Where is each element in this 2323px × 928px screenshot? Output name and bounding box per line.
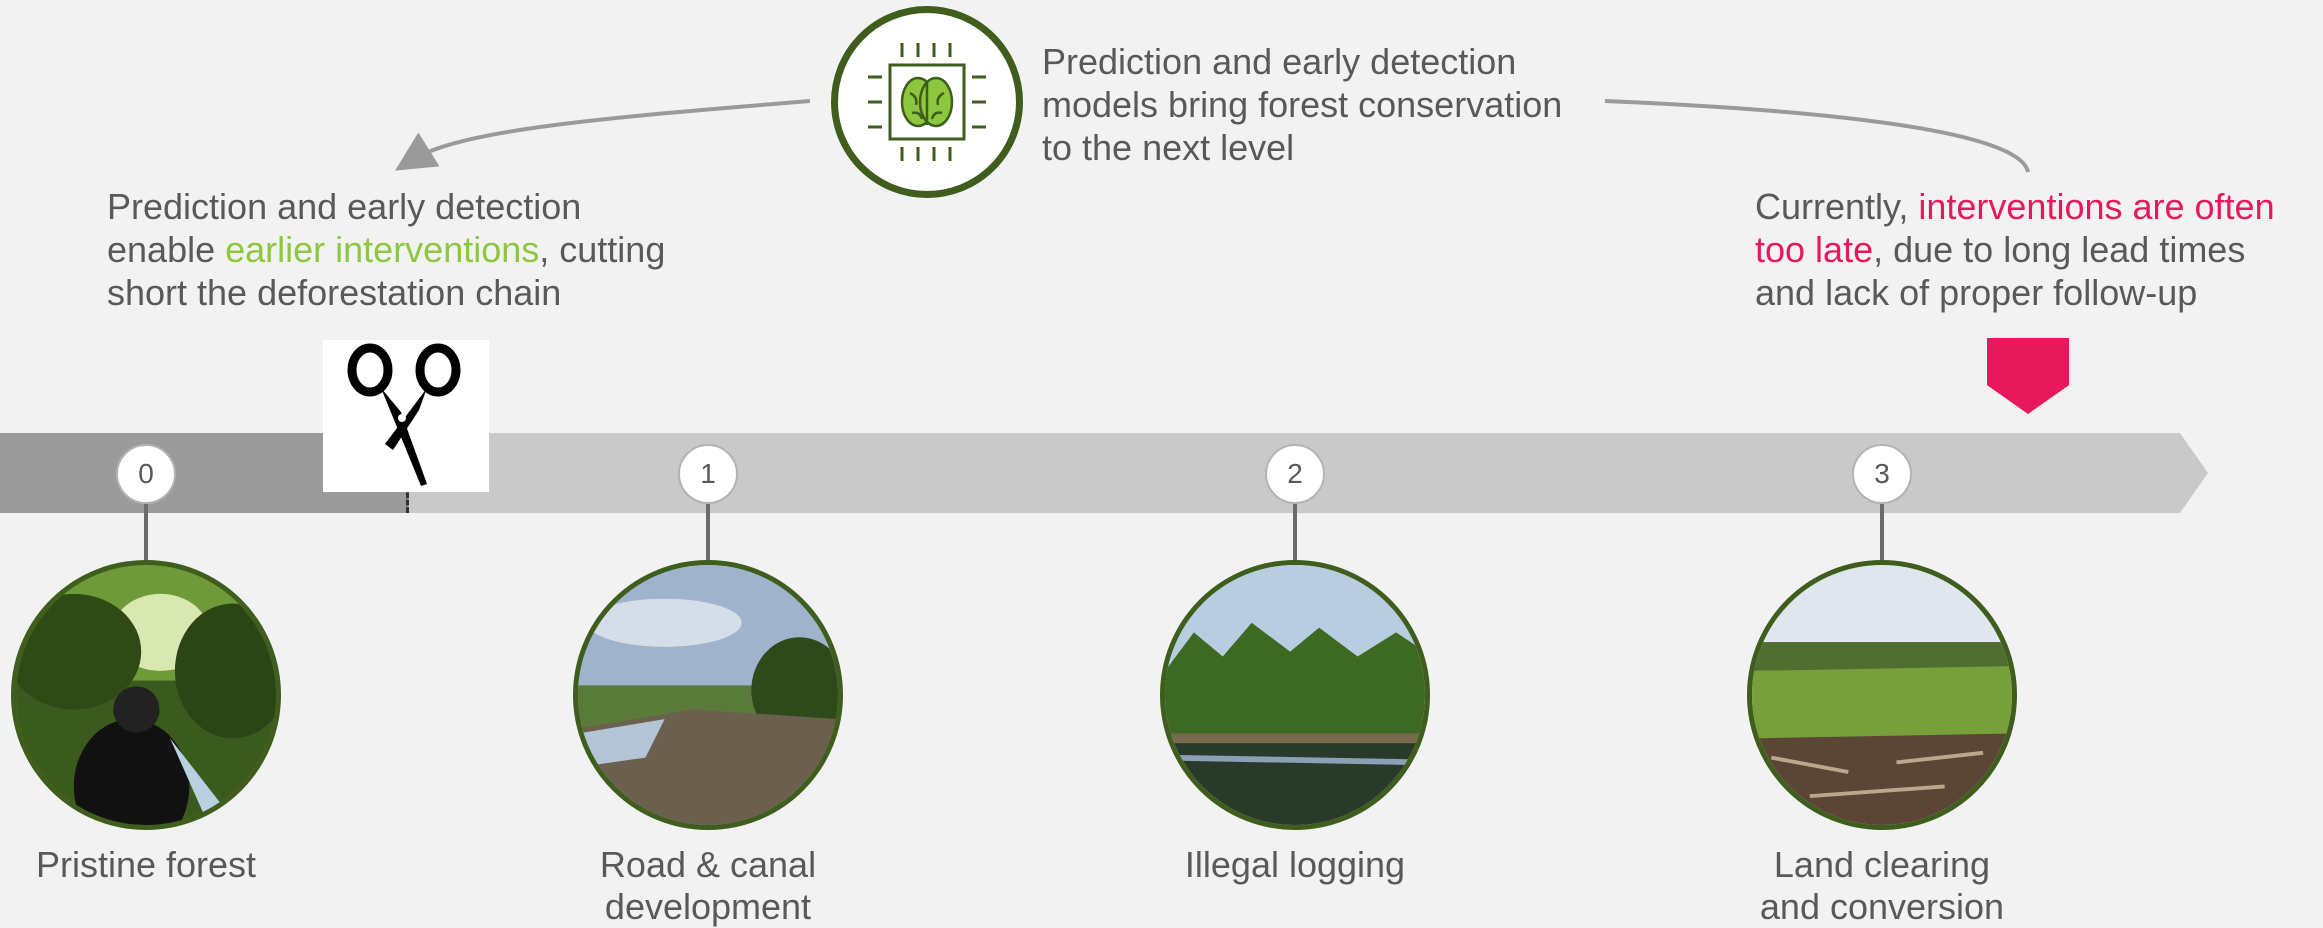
scissors-icon — [323, 340, 489, 492]
left-note-line-3: short the deforestation chain — [107, 272, 562, 313]
right-note-highlight-2: too late — [1755, 229, 1874, 270]
cut-line — [406, 485, 409, 513]
stage-3-caption-line-2: and conversion — [1759, 886, 2005, 927]
stage-2-caption-line-1: Illegal logging — [1184, 844, 1406, 885]
left-note-highlight: earlier interventions — [225, 229, 540, 270]
right-note-line-1: Currently, interventions are often — [1755, 185, 2315, 228]
left-note: Prediction and early detection enable ea… — [107, 185, 727, 314]
stage-1-photo — [573, 560, 843, 830]
stage-0-caption: Pristine forest — [0, 844, 326, 886]
stage-1-caption-line-2: development — [604, 886, 812, 927]
right-note: Currently, interventions are often too l… — [1755, 185, 2315, 314]
stage-1-caption-line-1: Road & canal — [599, 844, 817, 885]
stage-1-caption: Road & canal development — [528, 844, 888, 928]
left-note-line-2: enable earlier interventions, cutting — [107, 228, 727, 271]
stage-1-number: 1 — [678, 444, 738, 504]
stage-2-photo — [1160, 560, 1430, 830]
stage-3-caption: Land clearing and conversion — [1702, 844, 2062, 928]
stage-0-photo — [11, 560, 281, 830]
left-note-line-1: Prediction and early detection — [107, 186, 582, 227]
stage-0-number: 0 — [116, 444, 176, 504]
right-note-line-3: and lack of proper follow-up — [1755, 272, 2198, 313]
stage-0-caption-line-1: Pristine forest — [35, 844, 257, 885]
stage-0-stem — [144, 500, 148, 568]
brain-chip-icon — [831, 6, 1023, 198]
stage-3-photo — [1747, 560, 2017, 830]
left-note-prefix: enable — [107, 229, 226, 270]
header-line-3: to the next level — [1042, 127, 1295, 168]
stage-2-caption: Illegal logging — [1115, 844, 1475, 886]
header-line-1: Prediction and early detection — [1042, 41, 1517, 82]
arrow-to-left-note — [395, 99, 811, 171]
left-note-suffix: , cutting — [539, 229, 666, 270]
stage-3-number: 3 — [1852, 444, 1912, 504]
line-to-right-note — [1604, 99, 2030, 173]
stage-3-caption-line-1: Land clearing — [1773, 844, 1991, 885]
header-line-2: models bring forest conservation — [1042, 84, 1563, 125]
right-note-suffix: , due to long lead times — [1873, 229, 2246, 270]
right-note-highlight-1: interventions are often — [1918, 186, 2275, 227]
stage-3-stem — [1880, 500, 1884, 568]
stage-2-number: 2 — [1265, 444, 1325, 504]
header-text: Prediction and early detection models br… — [1042, 40, 1602, 169]
stage-1-stem — [706, 500, 710, 568]
stage-2-stem — [1293, 500, 1297, 568]
right-note-prefix: Currently, — [1755, 186, 1919, 227]
right-note-line-2: too late, due to long lead times — [1755, 228, 2315, 271]
